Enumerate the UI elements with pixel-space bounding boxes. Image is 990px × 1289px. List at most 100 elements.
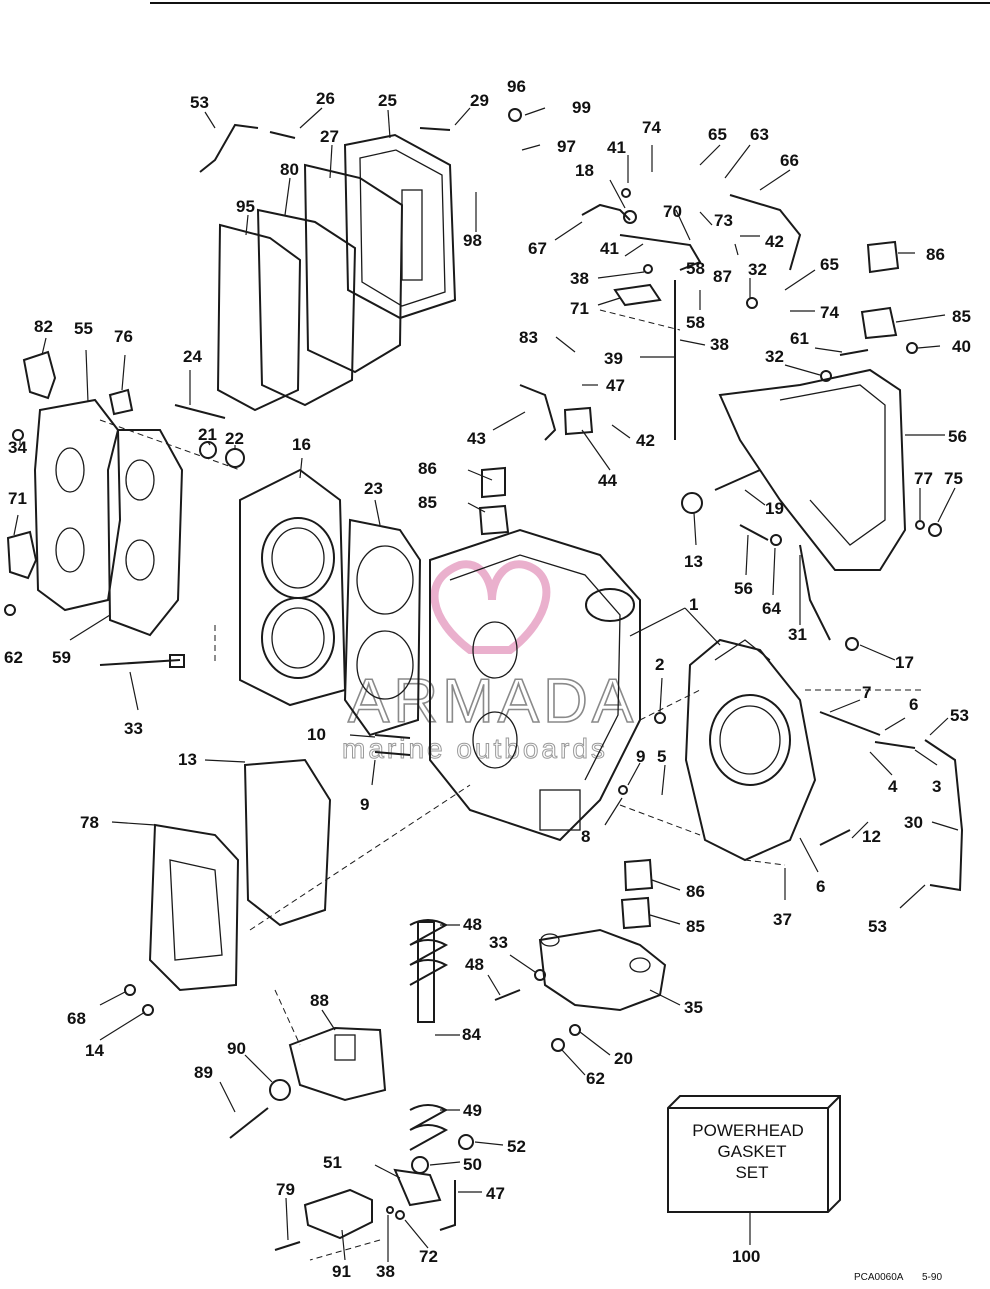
callout-6a: 6 [909, 695, 918, 714]
callout-34: 34 [8, 438, 27, 457]
callout-95: 95 [236, 197, 255, 216]
callout-32a: 32 [765, 347, 784, 366]
arm-43 [519, 384, 557, 441]
fasteners [4, 108, 942, 1251]
callout-42b: 42 [636, 431, 655, 450]
gasket-set-line2: GASKET [718, 1142, 787, 1161]
callout-31: 32 [748, 260, 767, 279]
bolt-56 [739, 524, 769, 541]
callout-76: 76 [114, 327, 133, 346]
leader-lines [13, 107, 959, 1262]
callout-54: 56 [948, 427, 967, 446]
washer-38-lower [386, 1206, 394, 1214]
washer-90 [269, 1079, 291, 1101]
callout-42a: 42 [765, 232, 784, 251]
callout-5: 5 [657, 747, 666, 766]
washer-49 [411, 1156, 429, 1174]
callout-61: 62 [586, 1069, 605, 1088]
bolt-47 [494, 989, 521, 1001]
footer-date: 5-90 [922, 1272, 942, 1283]
callout-72: 72 [419, 1247, 438, 1266]
callout-47: 48 [465, 955, 484, 974]
callout-38a: 38 [570, 269, 589, 288]
callout-71: 71 [8, 489, 27, 508]
callout-30: 31 [788, 625, 807, 644]
bracket-35 [538, 928, 667, 1012]
callout-7: 7 [862, 683, 871, 702]
callout-25: 25 [378, 91, 397, 110]
callout-52: 52 [507, 1137, 526, 1156]
callout-38c: 38 [376, 1262, 395, 1281]
callout-91: 91 [332, 1262, 351, 1281]
callout-70b: 71 [570, 299, 589, 318]
crankcase-half-1 [684, 638, 817, 862]
spring-48-upper [409, 919, 449, 986]
pin-11 [374, 734, 411, 739]
callout-13: 13 [684, 552, 703, 571]
callout-97: 97 [557, 137, 576, 156]
callout-40: 40 [952, 337, 971, 356]
callout-44: 44 [598, 471, 617, 490]
callout-35: 35 [684, 998, 703, 1017]
mount-85-center [478, 504, 510, 536]
callout-55: 55 [74, 319, 93, 338]
callout-56: 56 [734, 579, 753, 598]
callout-58: 58 [686, 259, 705, 278]
bolt-24 [174, 404, 226, 419]
arm-50 [393, 1168, 442, 1207]
callout-17: 17 [895, 653, 914, 672]
nut-52 [458, 1134, 474, 1150]
gasket-set-box: POWERHEAD GASKET SET [667, 1095, 841, 1213]
mount-85-upper [860, 306, 898, 340]
screw-15 [142, 1004, 154, 1016]
callout-53b: 53 [868, 917, 887, 936]
callout-1: 1 [689, 595, 698, 614]
stud-19 [714, 469, 761, 491]
watermark-tagline: marine outboards [342, 733, 608, 764]
callout-28: 29 [470, 91, 489, 110]
washer-63 [770, 534, 782, 546]
bracket-44 [563, 406, 594, 436]
plug-33-hex [169, 654, 185, 668]
callout-74a: 74 [642, 118, 661, 137]
callout-6b: 6 [816, 877, 825, 896]
cylinder-head-16 [239, 468, 347, 707]
bolt-60 [839, 349, 869, 356]
callout-59: 59 [52, 648, 71, 667]
callout-86c: 86 [686, 882, 705, 901]
callout-43: 43 [467, 429, 486, 448]
bracket-91 [303, 1188, 373, 1240]
washer-20 [569, 1024, 581, 1036]
callout-10: 9 [360, 795, 369, 814]
callout-85b: 85 [418, 493, 437, 512]
plug-13 [681, 492, 703, 514]
gasket-set-line1: POWERHEAD [692, 1121, 803, 1140]
mount-86-upper [866, 240, 900, 274]
washer-72 [395, 1210, 405, 1220]
screw-26 [269, 131, 296, 139]
callout-90: 90 [227, 1039, 246, 1058]
callout-48b: 49 [463, 1101, 482, 1120]
callout-22: 22 [225, 429, 244, 448]
callout-67: 67 [528, 239, 547, 258]
assembly-lines [99, 309, 925, 1261]
callout-85c: 85 [686, 917, 705, 936]
callout-38b: 38 [710, 335, 729, 354]
cylinder-head-cover-plates [216, 133, 457, 412]
callout-32b: 33 [489, 933, 508, 952]
callout-62: 63 [750, 125, 769, 144]
callout-53a: 53 [950, 706, 969, 725]
callout-21: 21 [198, 425, 217, 444]
stud-7 [819, 711, 881, 736]
bolt-79 [274, 1241, 301, 1251]
bolt-12 [819, 829, 851, 846]
mount-86-lower [623, 858, 654, 892]
rod-46 [439, 1180, 456, 1231]
mounts [478, 240, 900, 930]
callout-49: 50 [463, 1155, 482, 1174]
plug-9 [618, 785, 628, 795]
callout-46: 47 [486, 1184, 505, 1203]
screw-28 [419, 127, 451, 131]
callout-12: 12 [862, 827, 881, 846]
bracket-88 [288, 1026, 387, 1102]
